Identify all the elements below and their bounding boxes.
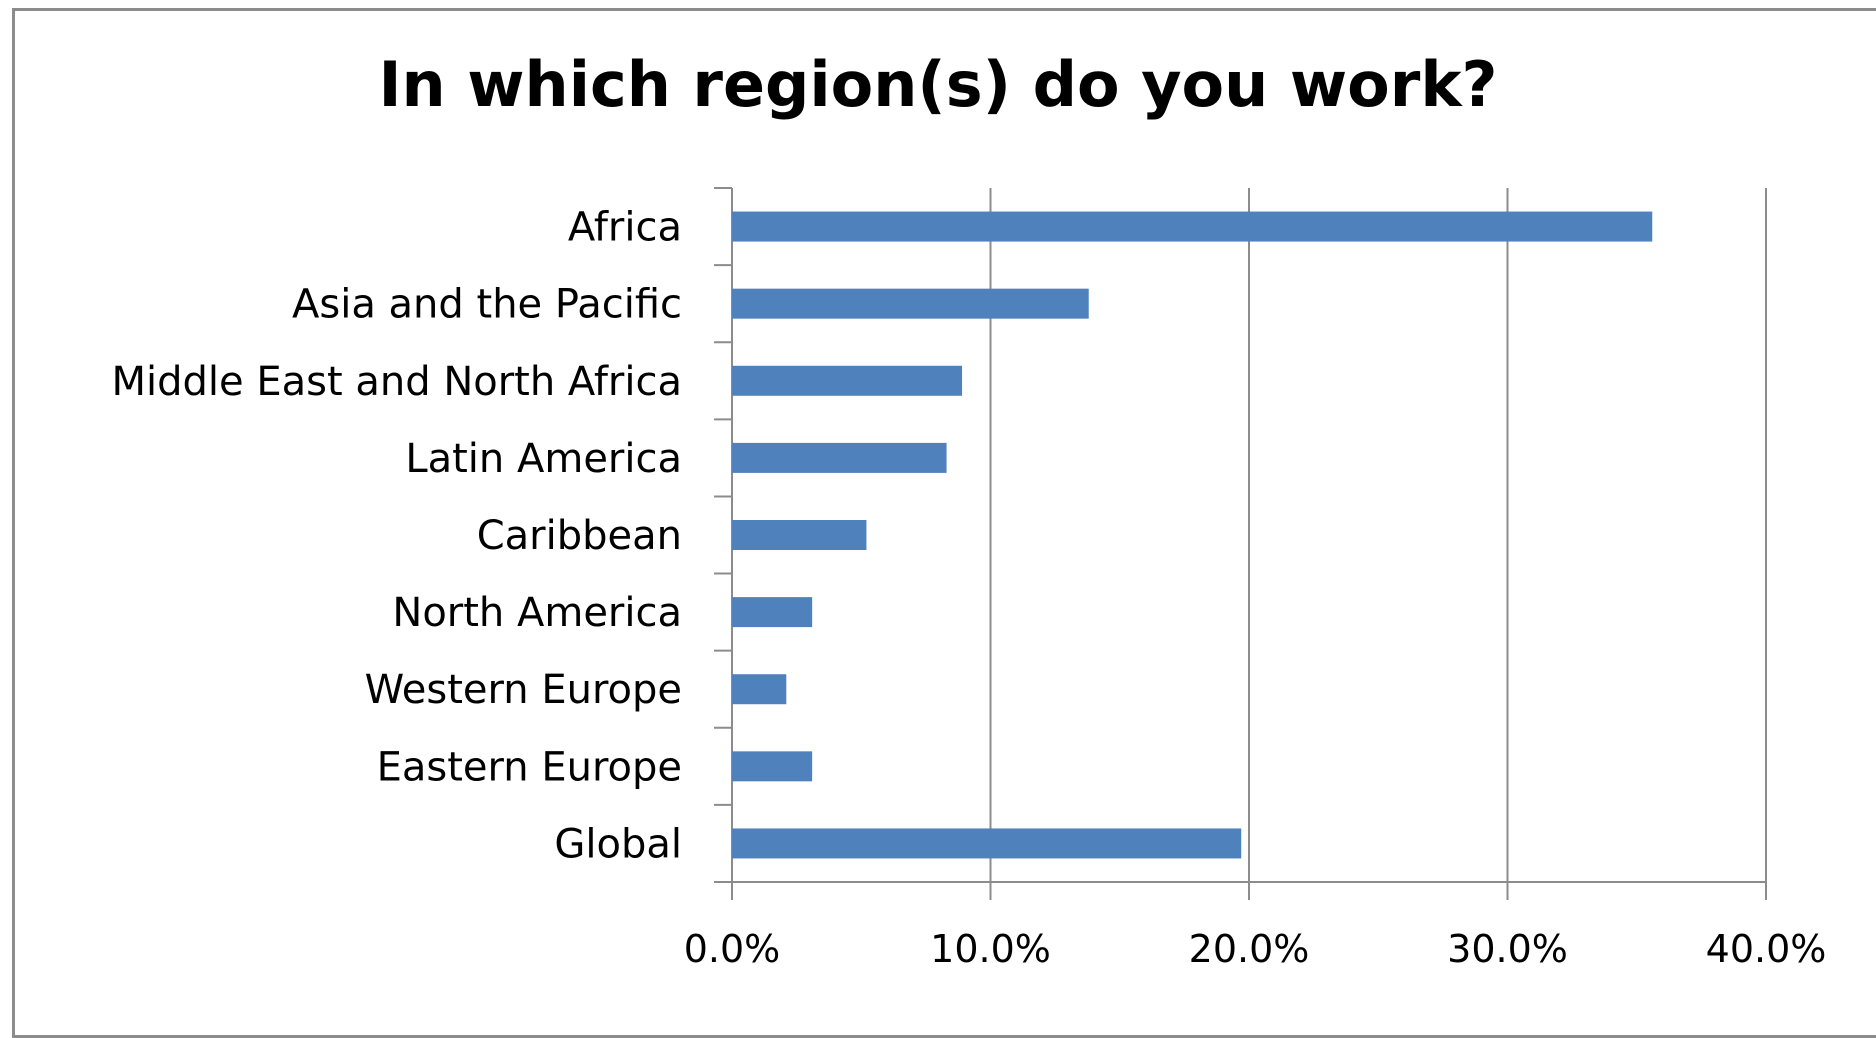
category-label: Global [554, 821, 682, 867]
bar [732, 520, 867, 550]
category-label: Latin America [405, 436, 682, 482]
bar [732, 442, 947, 473]
bar [732, 597, 813, 628]
bar [732, 674, 787, 705]
category-label: Eastern Europe [377, 744, 682, 790]
category-label: Africa [568, 205, 682, 251]
bar [732, 365, 963, 396]
bar [732, 828, 1242, 859]
x-tick-label: 40.0% [1706, 927, 1827, 971]
bar [732, 288, 1089, 319]
category-label: North America [392, 590, 682, 636]
category-label: Western Europe [365, 667, 682, 713]
category-label: Asia and the Pacific [292, 282, 682, 328]
chart-title: In which region(s) do you work? [378, 48, 1498, 121]
chart-frame [12, 8, 1876, 1038]
x-tick-label: 0.0% [684, 927, 781, 971]
bar [732, 751, 813, 782]
category-label: Caribbean [477, 513, 682, 559]
x-tick-label: 10.0% [930, 927, 1051, 971]
x-tick-label: 30.0% [1447, 927, 1568, 971]
category-label: Middle East and North Africa [111, 359, 682, 405]
x-tick-label: 20.0% [1189, 927, 1310, 971]
bar [732, 211, 1653, 242]
